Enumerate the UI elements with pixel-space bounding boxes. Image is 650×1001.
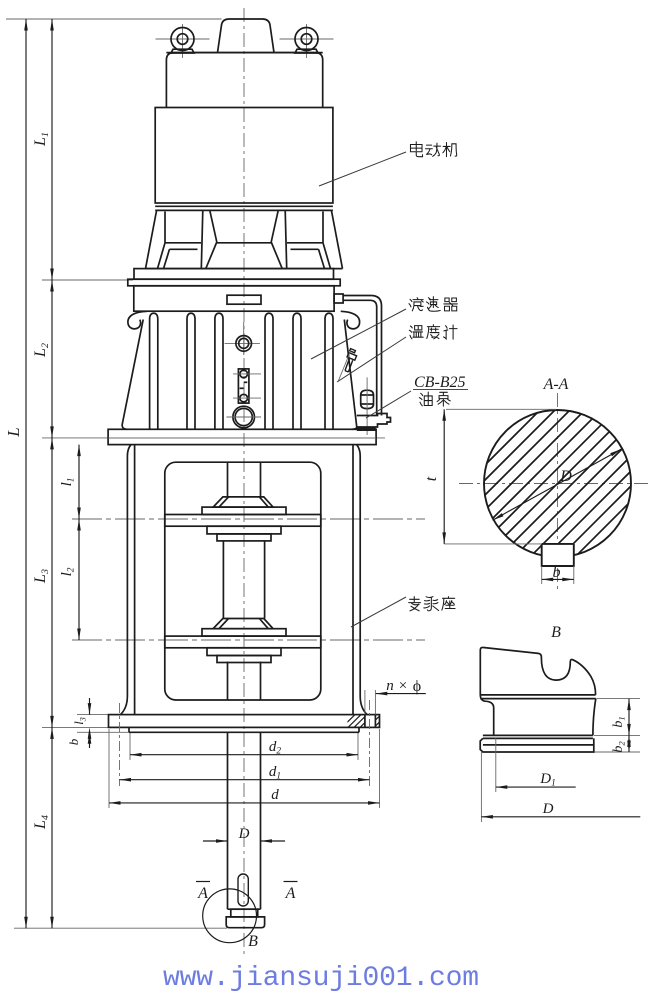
svg-text:b: b — [553, 564, 561, 581]
svg-text:D: D — [238, 826, 250, 842]
svg-text:×: × — [399, 678, 407, 694]
svg-text:CB-B25: CB-B25 — [414, 374, 466, 391]
svg-text:l1: l1 — [59, 478, 77, 487]
svg-text:B: B — [248, 933, 258, 950]
svg-text:A: A — [285, 885, 296, 902]
svg-text:www.jiansuji001.com: www.jiansuji001.com — [163, 963, 479, 994]
svg-text:n: n — [386, 678, 394, 694]
svg-text:ϕ: ϕ — [413, 678, 421, 695]
svg-text:B: B — [551, 624, 561, 641]
svg-text:D: D — [542, 801, 554, 817]
svg-text:A-A: A-A — [543, 376, 569, 393]
svg-text:d: d — [271, 787, 279, 803]
svg-text:b1: b1 — [611, 716, 627, 727]
svg-text:D: D — [559, 468, 572, 485]
svg-text:t: t — [423, 476, 440, 481]
svg-text:b: b — [66, 738, 81, 745]
svg-text:L: L — [4, 427, 23, 437]
svg-text:A: A — [197, 885, 208, 902]
svg-text:l3: l3 — [71, 717, 87, 725]
svg-text:l2: l2 — [59, 567, 77, 576]
